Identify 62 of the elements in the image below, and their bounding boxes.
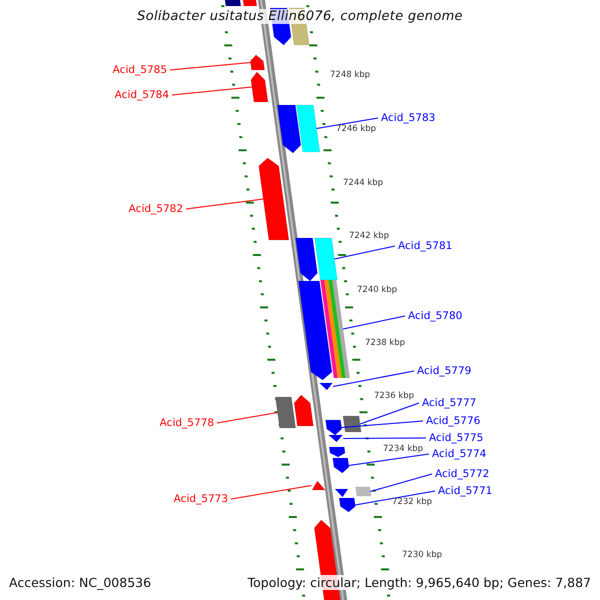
gene-feature [275, 396, 296, 428]
scale-label: 7234 kbp [383, 444, 424, 454]
gene-label: Acid_5775 [429, 432, 484, 444]
gene-label: Acid_5771 [438, 485, 492, 497]
leader-line [354, 490, 436, 506]
gene-feature [338, 498, 356, 512]
gene-label: Acid_5781 [398, 240, 452, 252]
leader-line [186, 198, 264, 210]
leader-line [316, 118, 378, 129]
scale-label: 7244 kbp [343, 178, 384, 188]
genome-info-text: Topology: circular; Length: 9,965,640 bp; Genes: 7,887 [248, 575, 591, 590]
gene-feature [258, 158, 290, 240]
gene-label: Acid_5774 [432, 448, 486, 460]
leader-line [370, 474, 432, 492]
gene-label: Acid_5772 [435, 468, 490, 480]
leader-line [341, 420, 424, 428]
scale-label: 7246 kbp [336, 124, 376, 134]
gene-label: Acid_5776 [426, 415, 480, 427]
leader-line [172, 86, 252, 96]
gene-feature [294, 394, 314, 426]
scale-label: 7232 kbp [392, 497, 432, 507]
gene-feature [242, 0, 258, 6]
scale-label: 7238 kbp [365, 338, 406, 348]
gene-feature [296, 104, 320, 152]
leader-line [360, 402, 420, 424]
leader-line [332, 370, 414, 387]
leader-line [334, 246, 396, 260]
gene-label: Acid_5785 [112, 64, 167, 76]
gene-label: Acid_5782 [128, 203, 183, 215]
leader-line [230, 485, 312, 500]
gene-feature [314, 238, 338, 280]
gene-label: Acid_5777 [422, 397, 476, 409]
gene-feature [250, 54, 265, 70]
gene-feature [334, 488, 349, 498]
gene-label: Acid_5778 [160, 417, 214, 429]
scale-label: 7248 kbp [330, 70, 370, 80]
striped-gene-bar [320, 280, 350, 378]
gene-feature [318, 382, 334, 390]
leader-line [342, 316, 406, 330]
gene-label: Acid_5779 [417, 365, 472, 377]
diagram-title: Solibacter usitatus Ellin6076, complete genome [137, 9, 463, 24]
gene-feature [224, 0, 242, 6]
gene-feature [277, 104, 302, 154]
gene-feature [312, 480, 326, 490]
gene-feature [342, 416, 362, 432]
leader-line [216, 412, 278, 424]
gene-feature [332, 458, 350, 474]
gene-feature [328, 446, 346, 458]
accession-text: Accession: NC_008536 [9, 575, 152, 590]
scale-label: 7236 kbp [374, 391, 414, 401]
leader-line [348, 454, 430, 466]
gene-feature [295, 238, 318, 282]
leader-line [170, 62, 252, 70]
leader-line [342, 438, 426, 439]
gene-label: Acid_5780 [408, 310, 462, 322]
gene-label: Acid_5784 [114, 89, 169, 101]
scale-label: 7240 kbp [357, 285, 398, 295]
gene-label: Acid_5783 [381, 112, 436, 124]
scale-label: 7242 kbp [349, 231, 390, 241]
gene-label: Acid_5773 [174, 493, 228, 505]
scale-label: 7230 kbp [402, 550, 442, 560]
gene-feature [355, 486, 372, 496]
